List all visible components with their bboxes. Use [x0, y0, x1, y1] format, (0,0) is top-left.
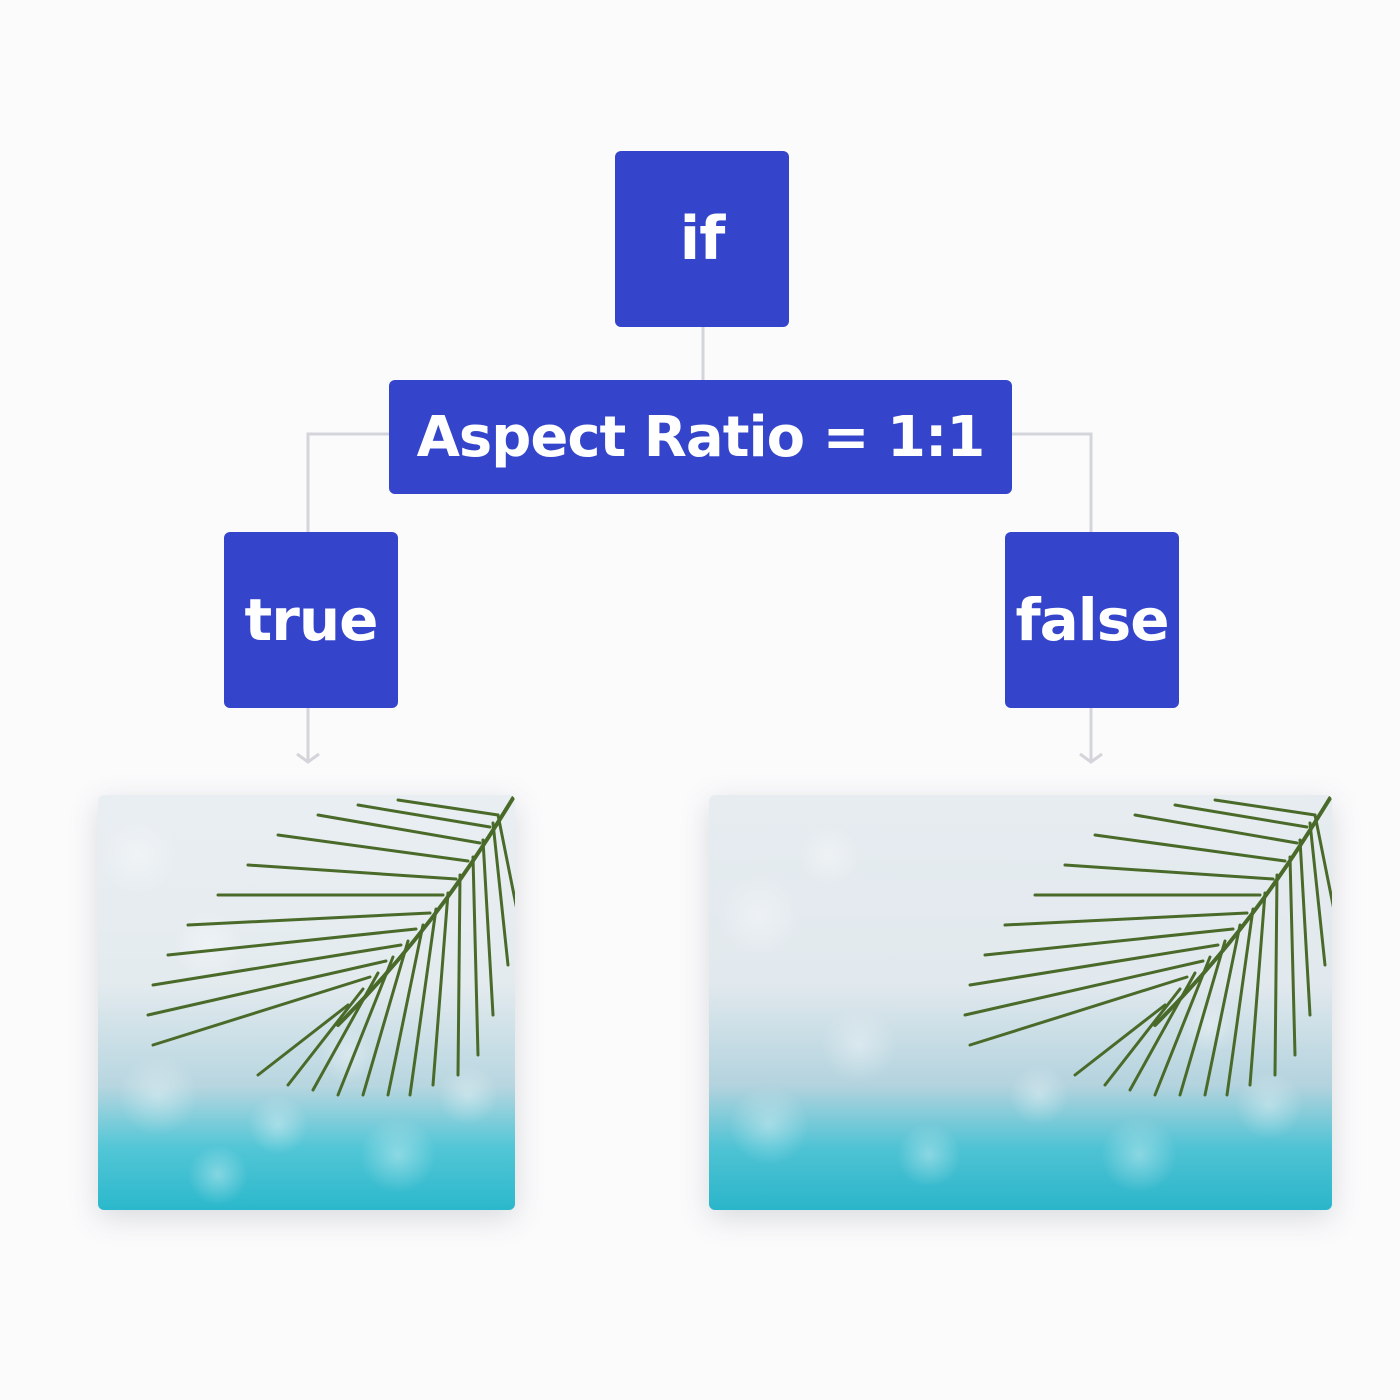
arrowhead-true: [296, 752, 320, 764]
square-palm-photo: [98, 795, 515, 1210]
palm-frond-icon: [146, 795, 515, 1097]
connector-condition-to-false: [1012, 432, 1093, 532]
wide-palm-photo: [709, 795, 1332, 1210]
connector-condition-to-true: [306, 432, 389, 532]
palm-frond-icon: [963, 795, 1332, 1097]
arrowhead-false: [1079, 752, 1103, 764]
false-node: false: [1005, 532, 1179, 708]
true-node: true: [224, 532, 398, 708]
condition-node: Aspect Ratio = 1:1: [389, 380, 1012, 494]
if-node: if: [615, 151, 789, 327]
